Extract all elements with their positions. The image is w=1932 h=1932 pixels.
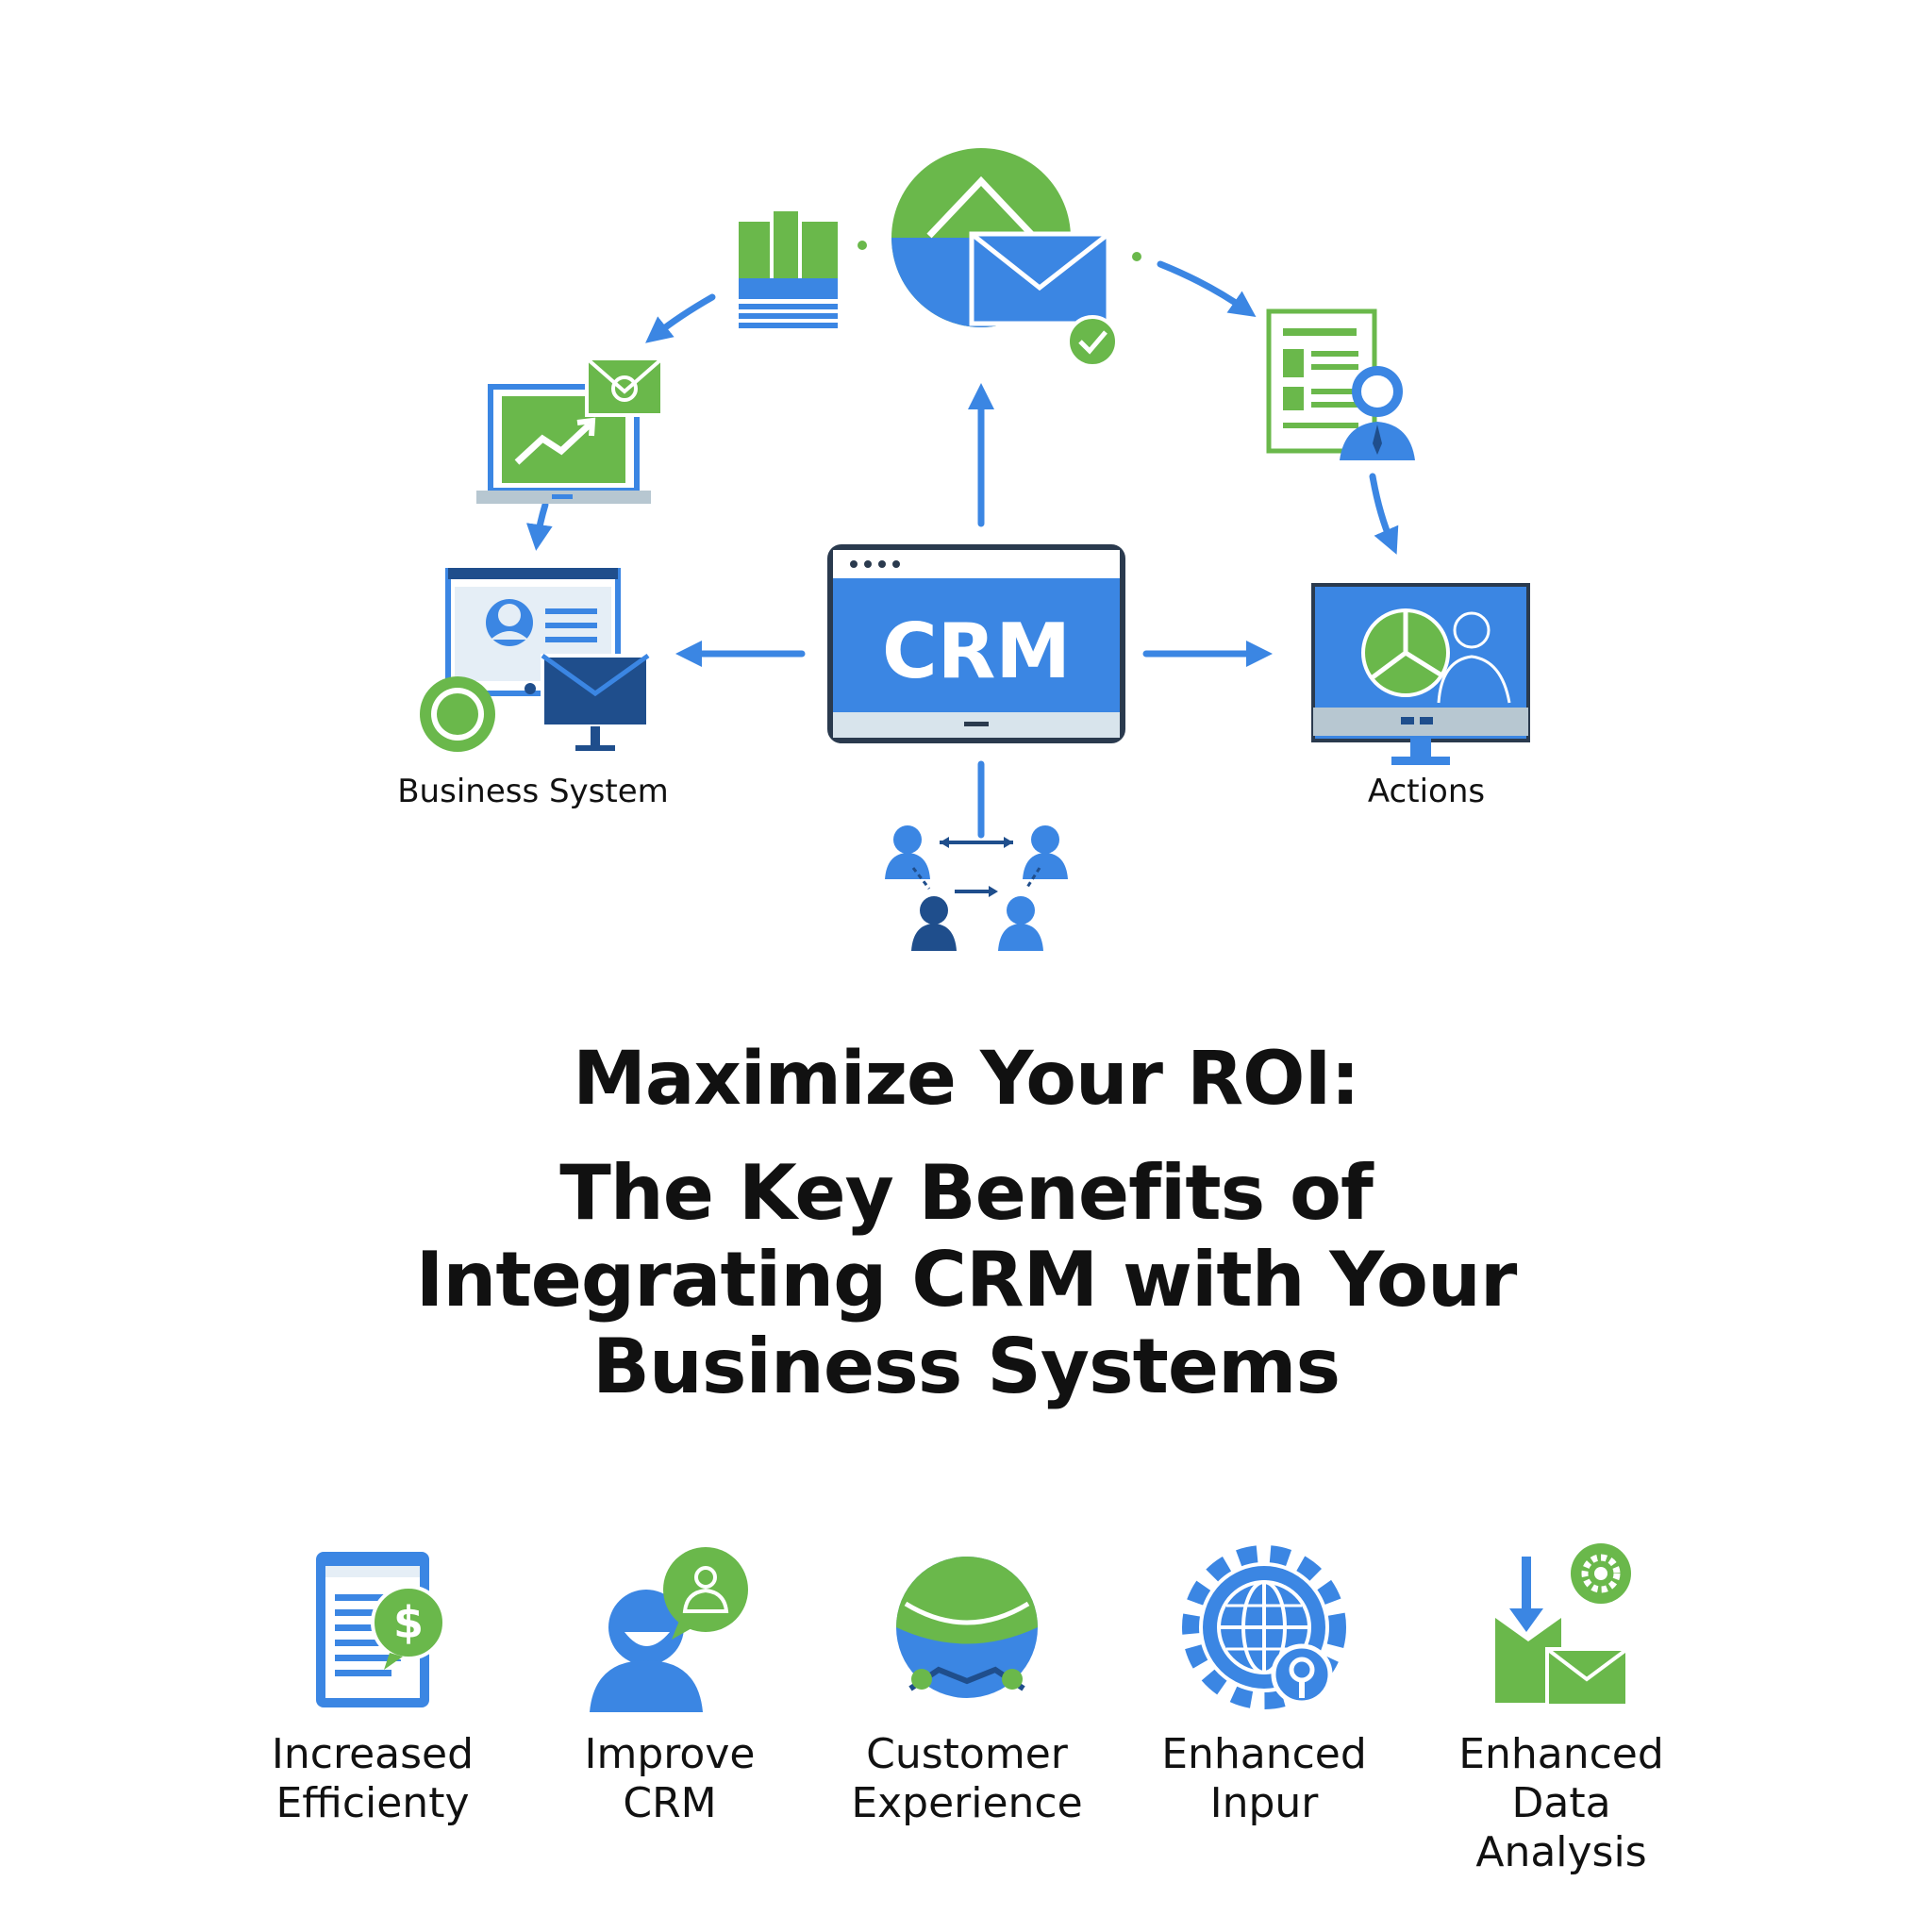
benefit-label: Customer Experience: [851, 1730, 1083, 1827]
person-chat-icon: [590, 1547, 748, 1712]
monitor-profile-icon: [420, 568, 650, 752]
flow-arrows: [525, 260, 1399, 839]
subtitle-line-3: Business Systems: [591, 1323, 1341, 1410]
business-system-label: Business System: [397, 773, 669, 810]
crm-integration-diagram: CRM: [397, 148, 1530, 951]
globe-handshake-icon: [896, 1557, 1038, 1698]
benefit-label: Enhanced Inpur: [1161, 1730, 1367, 1827]
benefit-improve-crm: Improve CRM: [528, 1538, 811, 1828]
document-person-icon: [1266, 308, 1415, 460]
title-block: Maximize Your ROI: The Key Benefits of I…: [0, 1042, 1932, 1410]
people-network-icon: [885, 825, 1068, 951]
benefit-label: Improve CRM: [584, 1730, 756, 1827]
actions-label: Actions: [1368, 773, 1485, 810]
subtitle-line-1: The Key Benefits of: [559, 1149, 1374, 1237]
benefit-label: Enhanced Data Analysis: [1458, 1730, 1664, 1876]
benefit-enhanced-data-analysis: Enhanced Data Analysis: [1420, 1538, 1703, 1877]
benefit-customer-experience: Customer Experience: [825, 1538, 1108, 1828]
page-subtitle: The Key Benefits of Integrating CRM with…: [0, 1150, 1932, 1410]
monitor-pie-icon: [1311, 583, 1530, 765]
chart-envelope-icon: [891, 148, 1119, 368]
page-title: Maximize Your ROI:: [573, 1037, 1359, 1122]
tablet-icon: [739, 208, 838, 328]
benefit-label: Increased Efficienty: [271, 1730, 475, 1827]
gear-globe-icon: [1182, 1545, 1346, 1709]
crm-label: CRM: [882, 608, 1071, 695]
benefits-row: $ Increased Efficienty Improve CRM: [0, 1538, 1932, 1876]
crm-monitor: CRM: [827, 544, 1125, 743]
benefit-enhanced-input: Enhanced Inpur: [1123, 1538, 1406, 1828]
subtitle-line-2: Integrating CRM with Your: [415, 1236, 1518, 1324]
inbox-gear-icon: [1495, 1543, 1631, 1707]
laptop-growth-icon: [476, 357, 664, 504]
document-dollar-icon: $: [316, 1552, 446, 1707]
svg-text:$: $: [393, 1597, 424, 1648]
benefit-increased-efficiency: $ Increased Efficienty: [231, 1538, 514, 1828]
